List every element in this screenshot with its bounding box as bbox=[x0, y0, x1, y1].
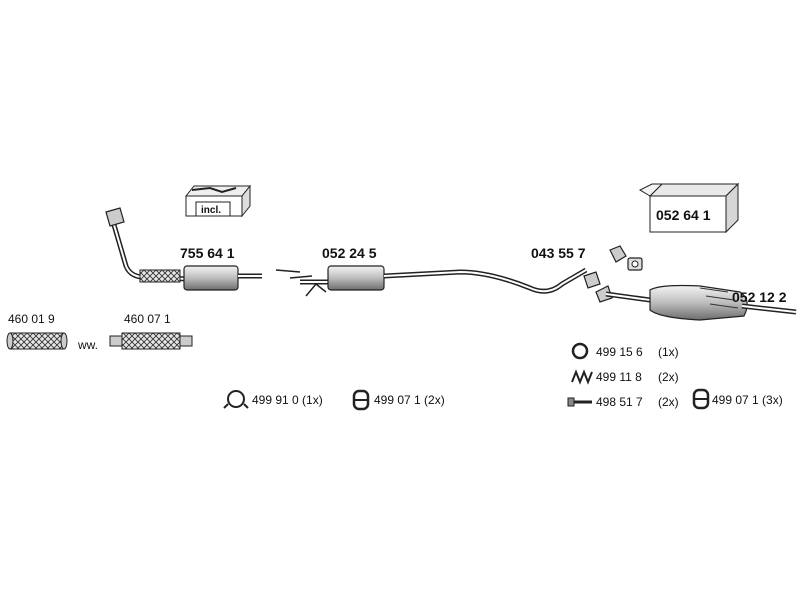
rubber-mount-icon bbox=[352, 389, 370, 411]
mid-muffler bbox=[275, 265, 588, 297]
label-spring-qty: (2x) bbox=[658, 370, 679, 384]
label-flex-b: 460 07 1 bbox=[124, 312, 171, 326]
rubber-mount-icon bbox=[692, 388, 710, 410]
mounting-kit-box bbox=[638, 182, 740, 234]
manifold-flange bbox=[105, 207, 125, 227]
label-included: incl. bbox=[201, 205, 221, 216]
spring-icon bbox=[571, 369, 593, 385]
label-pipe-connector: 043 55 7 bbox=[531, 245, 586, 261]
bolt-icon bbox=[567, 397, 592, 407]
label-rubber-b: 499 07 1 (3x) bbox=[712, 393, 783, 407]
ring-icon bbox=[571, 342, 589, 360]
label-rubber-a: 499 07 1 (2x) bbox=[374, 393, 445, 407]
label-bolt: 498 51 7 bbox=[596, 395, 643, 409]
catalytic-converter bbox=[183, 265, 239, 291]
flex-pipe-460-07-1 bbox=[109, 332, 193, 350]
label-front-pipe: 755 64 1 bbox=[180, 245, 235, 261]
flex-section bbox=[139, 269, 181, 283]
front-pipe bbox=[105, 207, 262, 291]
label-ring-qty: (1x) bbox=[658, 345, 679, 359]
label-mounting-kit: 052 64 1 bbox=[656, 207, 711, 223]
label-flex-a: 460 01 9 bbox=[8, 312, 55, 326]
label-rear-muffler: 052 12 2 bbox=[732, 289, 787, 305]
label-clamp: 499 91 0 (1x) bbox=[252, 393, 323, 407]
rear-muffler bbox=[605, 284, 797, 321]
flex-pipe-460-01-9 bbox=[6, 332, 68, 350]
label-bolt-qty: (2x) bbox=[658, 395, 679, 409]
clamp-icon bbox=[223, 390, 249, 409]
pipe-connector-parts bbox=[583, 245, 643, 303]
label-ring: 499 15 6 bbox=[596, 345, 643, 359]
label-ww: ww. bbox=[77, 338, 98, 352]
label-mid-muffler: 052 24 5 bbox=[322, 245, 377, 261]
label-spring: 499 11 8 bbox=[596, 370, 642, 384]
